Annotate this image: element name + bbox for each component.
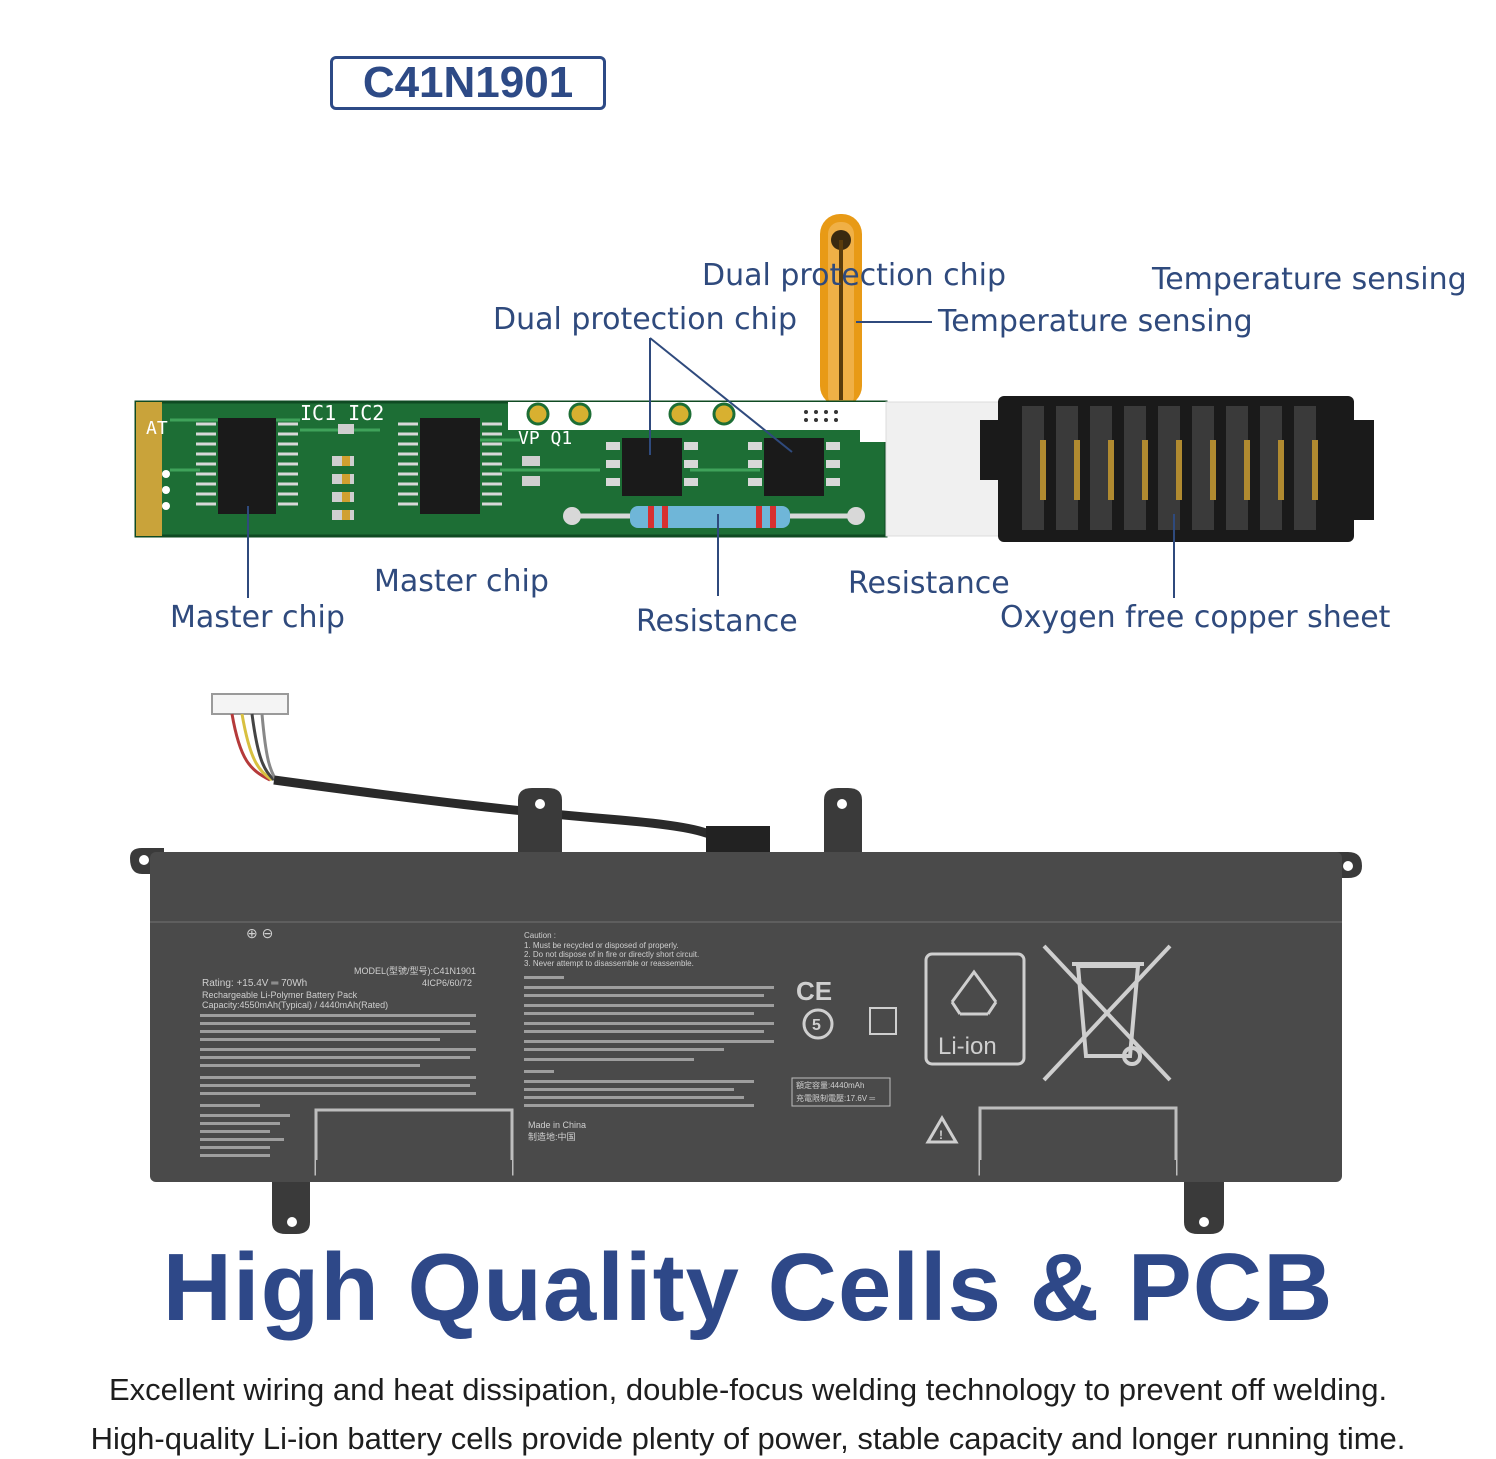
shunt-resistor: [563, 506, 865, 528]
temperature-sensor-flex: [820, 214, 862, 408]
svg-text:⊕ ⊖: ⊕ ⊖: [246, 925, 273, 941]
headline: High Quality Cells & PCB: [162, 1234, 1334, 1341]
dual-protection-chip-2: [764, 438, 824, 496]
battery-rating: Rating: +15.4V ═ 70Wh: [202, 978, 307, 989]
battery-model-line: MODEL(型號/型号):C41N1901: [354, 965, 476, 976]
battery-pack: ⊕ ⊖ MODEL(型號/型号):C41N1901 4ICP6/60/72 Ra…: [130, 788, 1362, 1234]
caption-line-2: High-quality Li-ion battery cells provid…: [90, 1421, 1406, 1456]
warning-icon: [925, 1115, 959, 1144]
liion-recycle-icon: [924, 952, 1026, 1066]
svg-text:!: !: [939, 1128, 943, 1142]
silk-vg: VG: [760, 408, 782, 429]
made-in: Made in China: [528, 1120, 586, 1130]
label-temperature-sensing-2: Temperature sensing: [938, 304, 1253, 339]
recycle-box-icon: [869, 1007, 897, 1035]
label-dual-protection-chip-1: Dual protection chip: [702, 258, 1007, 293]
pcb-board: IC1 IC2 AT VP Q1 VG: [134, 400, 924, 538]
label-resistance-2: Resistance: [636, 604, 798, 639]
ce-mark: CE: [796, 976, 832, 1006]
caption-line-1: Excellent wiring and heat dissipation, d…: [108, 1372, 1388, 1407]
master-chip-2: [420, 418, 480, 514]
liion-label: Li-ion: [938, 1033, 997, 1060]
master-chip-1: [218, 418, 276, 514]
silk-ic: IC1 IC2: [300, 401, 384, 425]
label-oxygen-free-copper-sheet: Oxygen free copper sheet: [1000, 600, 1391, 635]
dual-protection-chip-1: [622, 438, 682, 496]
rated-capacity: 額定容量:4440mAh: [796, 1080, 864, 1090]
label-temperature-sensing-1: Temperature sensing: [1152, 262, 1467, 297]
label-resistance-1: Resistance: [848, 566, 1010, 601]
battery-cells: 4ICP6/60/72: [422, 978, 472, 988]
charge-limit: 充電限制電壓:17.6V ═: [796, 1093, 875, 1103]
battery-capacity: Capacity:4550mAh(Typical) / 4440mAh(Rate…: [202, 1000, 388, 1010]
battery-pack-type: Rechargeable Li-Polymer Battery Pack: [202, 990, 358, 1000]
label-dual-protection-chip-2: Dual protection chip: [493, 302, 798, 337]
copper-connector: [980, 396, 1374, 542]
model-badge: C41N1901: [330, 56, 606, 110]
silk-vp: VP Q1: [518, 428, 572, 449]
caution-1: 1. Must be recycled or disposed of prope…: [524, 941, 679, 950]
svg-text:5: 5: [812, 1017, 821, 1034]
label-master-chip-2: Master chip: [170, 600, 345, 635]
made-in-cn: 制造地:中国: [528, 1131, 576, 1142]
battery-cable: [211, 693, 770, 854]
silk-at: AT: [146, 418, 168, 439]
recycle-5-icon: [802, 1008, 834, 1040]
label-master-chip-1: Master chip: [374, 564, 549, 599]
weee-bin-icon: [1042, 944, 1172, 1082]
caution-3: 3. Never attempt to disassemble or reass…: [524, 959, 694, 968]
caution-title: Caution :: [524, 931, 556, 940]
caution-2: 2. Do not dispose of in fire or directly…: [524, 950, 699, 959]
leader-lines: [247, 321, 1175, 598]
